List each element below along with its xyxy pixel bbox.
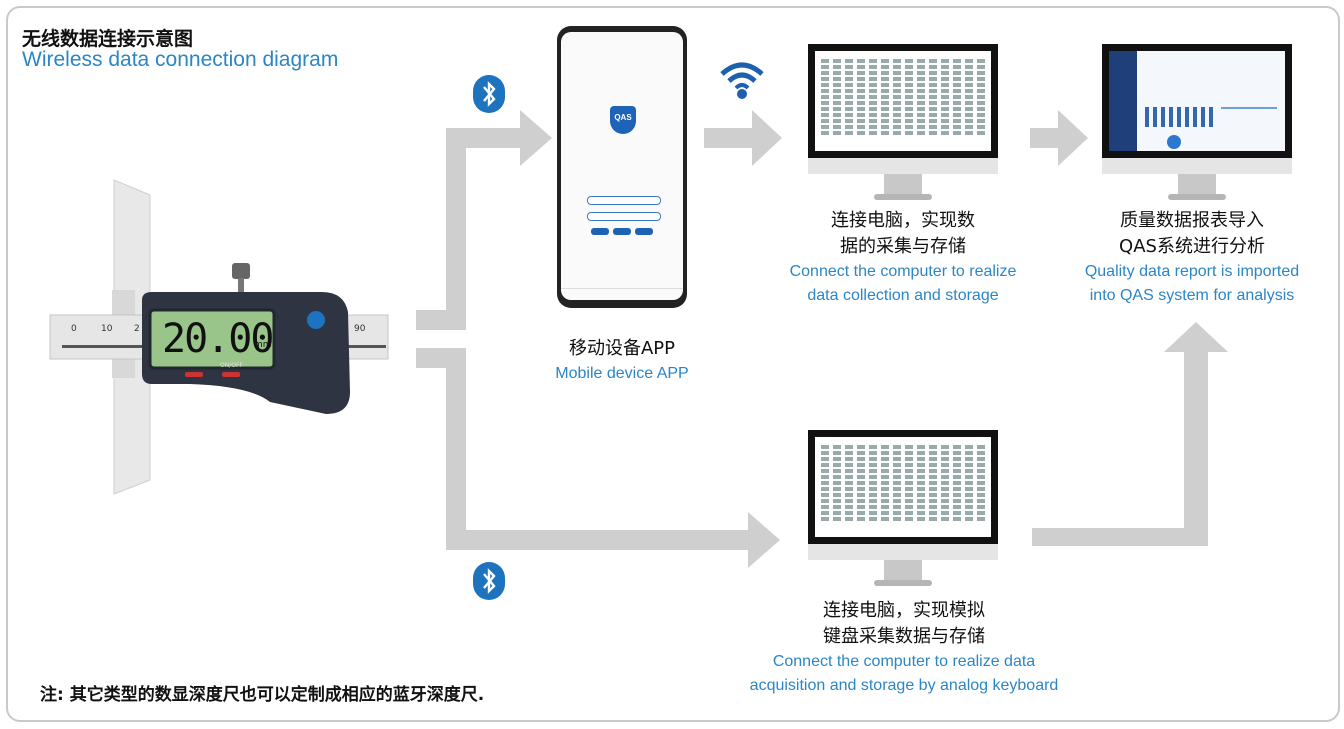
gauge-onoff-label: ON/OFF: [220, 362, 243, 369]
mobile-phone: QAS: [557, 26, 687, 308]
gauge-unit: mm: [254, 340, 272, 350]
title-cn: 无线数据连接示意图: [22, 28, 194, 50]
footnote: 注: 其它类型的数显深度尺也可以定制成相应的蓝牙深度尺.: [40, 685, 485, 705]
gauge-tick: 0: [71, 324, 77, 334]
arrow-keyboard-to-qas: [1032, 322, 1228, 546]
pc-storage-caption-en: data collection and storage: [807, 287, 999, 304]
pc-storage-caption-cn: 据的采集与存储: [840, 236, 966, 257]
qas-logo-icon: QAS: [610, 106, 636, 134]
digital-depth-gauge: [49, 179, 389, 495]
pc-keyboard-caption: 连接电脑，实现模拟 键盘采集数据与存储 Connect the computer…: [718, 598, 1090, 698]
qas-caption-en: into QAS system for analysis: [1089, 287, 1295, 304]
qas-caption: 质量数据报表导入 QAS系统进行分析 Quality data report i…: [1052, 208, 1332, 308]
pc-keyboard-caption-en: acquisition and storage by analog keyboa…: [749, 677, 1059, 694]
gauge-tick: 2: [134, 324, 140, 334]
bluetooth-icon: [473, 562, 505, 600]
title-en: Wireless data connection diagram: [22, 48, 339, 71]
phone-button: [591, 228, 609, 235]
pc-storage-caption: 连接电脑，实现数 据的采集与存储 Connect the computer to…: [758, 208, 1048, 308]
pc-keyboard-caption-en: Connect the computer to realize data: [772, 653, 1036, 670]
phone-caption-en: Mobile device APP: [555, 365, 689, 382]
arrow-phone-to-pc: [704, 110, 782, 166]
gauge-tick: 10: [101, 324, 113, 334]
phone-button: [635, 228, 653, 235]
qas-caption-en: Quality data report is imported: [1084, 263, 1300, 280]
phone-caption: 移动设备APP Mobile device APP: [532, 336, 712, 386]
pc-storage-caption-en: Connect the computer to realize: [789, 263, 1017, 280]
phone-caption-cn: 移动设备APP: [568, 338, 676, 359]
wifi-icon: [720, 62, 764, 99]
pc-keyboard-caption-cn: 连接电脑，实现模拟: [823, 600, 985, 621]
qas-caption-cn: QAS系统进行分析: [1119, 236, 1265, 257]
bluetooth-icon: [473, 75, 505, 113]
phone-button: [613, 228, 631, 235]
arrow-to-phone: [416, 110, 552, 330]
phone-username-field: [587, 196, 661, 205]
pc-storage-caption-cn: 连接电脑，实现数: [831, 210, 975, 231]
arrow-to-pc-keyboard: [416, 348, 780, 568]
pc-keyboard-caption-cn: 键盘采集数据与存储: [823, 626, 985, 647]
gauge-reading: 20.00: [162, 316, 274, 362]
phone-screen: QAS: [561, 32, 683, 300]
qas-caption-cn: 质量数据报表导入: [1120, 210, 1264, 231]
phone-password-field: [587, 212, 661, 221]
arrow-pc-to-qas: [1030, 110, 1088, 166]
gauge-tick: 90: [354, 324, 366, 334]
